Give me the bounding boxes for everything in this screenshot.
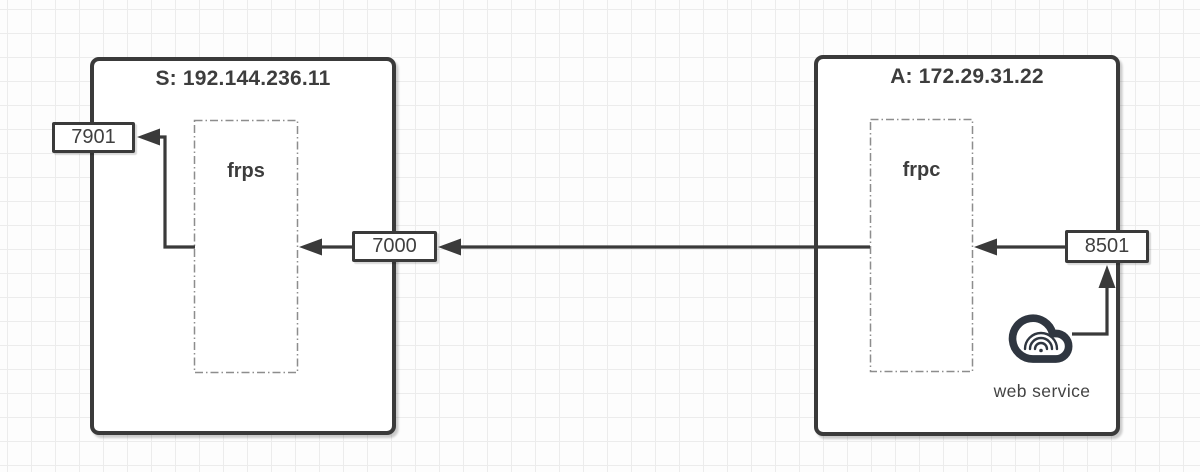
client-local-port-box: 8501 bbox=[1065, 230, 1149, 263]
server-title: S: 192.144.236.11 bbox=[155, 67, 331, 90]
frps-process-label: frps bbox=[227, 160, 265, 182]
server-machine-box: S: 192.144.236.11 bbox=[90, 57, 396, 435]
web-service-label: web service bbox=[993, 381, 1091, 401]
frpc-process-label: frpc bbox=[902, 159, 941, 181]
client-title: A: 172.29.31.22 bbox=[890, 65, 1044, 88]
arrow-frpc-to-7000 bbox=[438, 238, 870, 256]
server-dashboard-port-label: 7901 bbox=[71, 126, 116, 148]
client-local-port-label: 8501 bbox=[1084, 235, 1130, 257]
server-bind-port-box: 7000 bbox=[352, 231, 437, 262]
server-bind-port-label: 7000 bbox=[372, 235, 417, 257]
server-dashboard-port-box: 7901 bbox=[52, 122, 135, 153]
